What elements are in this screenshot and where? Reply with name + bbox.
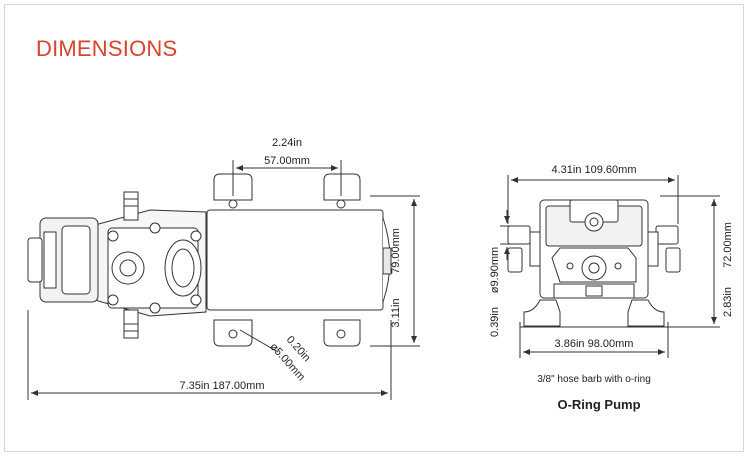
dim-end-height-mm: 72.00mm <box>722 222 734 268</box>
dim-port-in: 0.39in <box>489 307 501 337</box>
dim-top-mm: 57.00mm <box>264 155 310 167</box>
side-view-pump <box>27 173 392 347</box>
dim-length: 7.35in 187.00mm <box>180 380 265 392</box>
caption-title: O-Ring Pump <box>557 397 640 412</box>
caption-note: 3/8" hose barb with o-ring <box>537 374 651 385</box>
dim-port-mm: ø9.90mm <box>489 247 501 293</box>
dim-width: 4.31in 109.60mm <box>552 164 637 176</box>
page-frame <box>4 4 744 452</box>
dim-end-height-in: 2.83in <box>722 287 734 317</box>
dim-height-mm: 79.00mm <box>390 228 402 274</box>
dim-top-in: 2.24in <box>272 137 302 149</box>
dim-base: 3.86in 98.00mm <box>555 338 634 350</box>
dim-height-in: 3.11in <box>390 298 402 327</box>
side-view-dimensions <box>27 160 420 400</box>
end-view-dimensions <box>500 175 720 358</box>
page-title: DIMENSIONS <box>36 36 178 61</box>
end-view-pump <box>507 199 681 328</box>
